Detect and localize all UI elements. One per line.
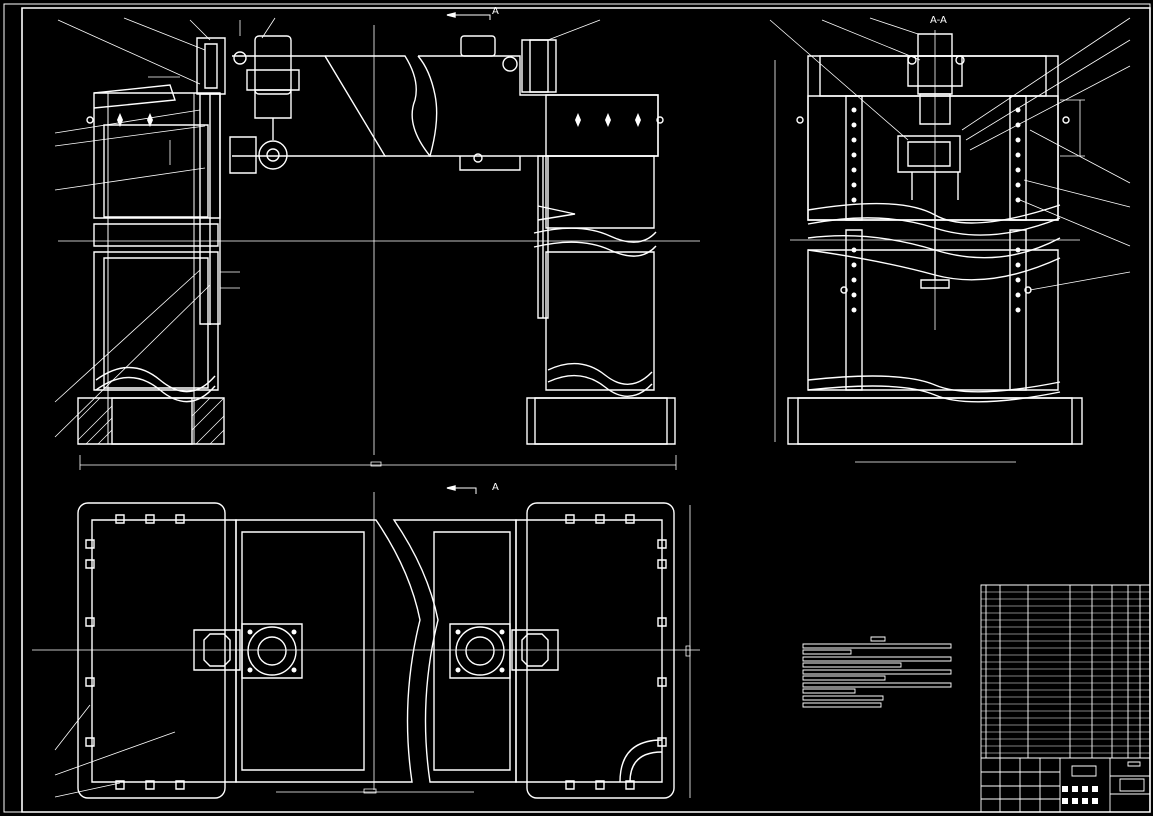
sheet-inner-border xyxy=(22,8,1150,812)
section-mark-a-bottom: A xyxy=(492,482,499,493)
section-view-title: A-A xyxy=(930,15,947,26)
front-view xyxy=(55,13,700,470)
technical-notes xyxy=(803,637,951,707)
top-view xyxy=(32,486,700,798)
section-mark-a-top: A xyxy=(492,6,499,17)
title-block xyxy=(981,585,1150,812)
side-view-a-a xyxy=(770,18,1130,462)
